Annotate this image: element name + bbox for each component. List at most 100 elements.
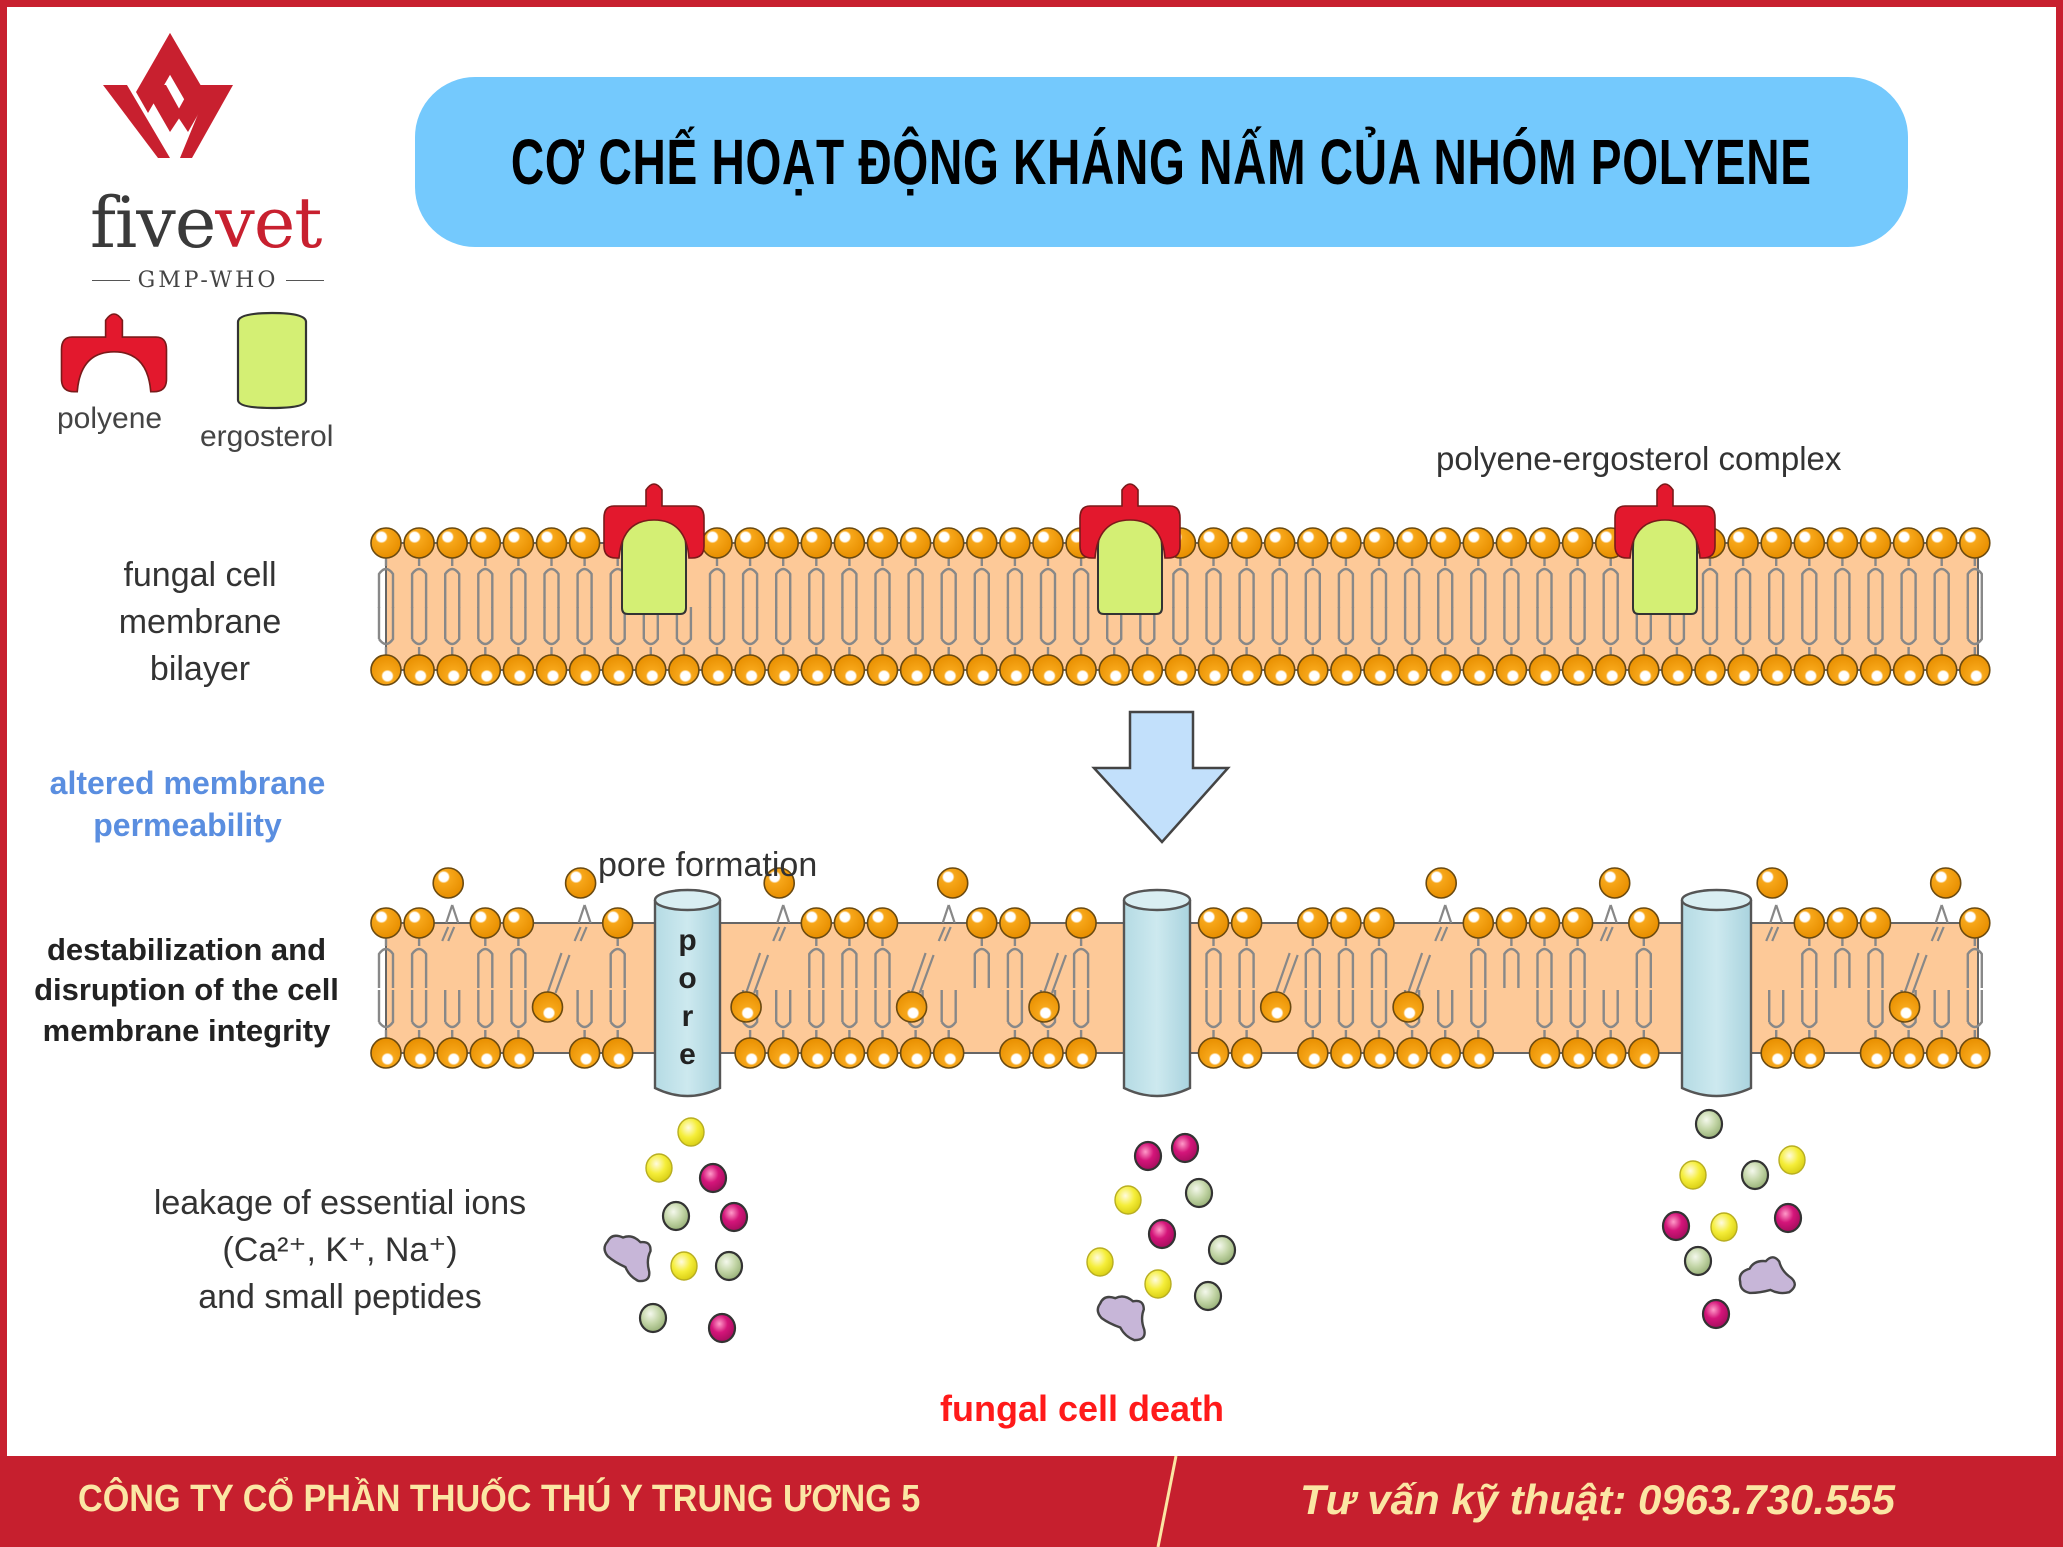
lipid-tail — [1834, 607, 1851, 655]
lipid-tail — [477, 607, 494, 655]
ion-yellow — [1710, 1212, 1738, 1242]
lipid-head — [767, 654, 800, 686]
lipid-tail — [510, 938, 527, 988]
lipid-tail — [1437, 990, 1454, 1038]
polyene-ergosterol-complex — [1079, 483, 1181, 615]
lipid-head — [1429, 1037, 1461, 1069]
lipid-tail — [910, 952, 935, 994]
pore-body — [653, 900, 722, 1098]
pore-letter: o — [678, 962, 696, 995]
lipid-tail — [1370, 938, 1388, 988]
lipid-tail — [1966, 607, 1983, 655]
lipid-tail — [1933, 990, 1950, 1038]
lipid-tail — [1039, 607, 1057, 655]
ion-green — [1184, 1177, 1214, 1209]
lipid-tail — [410, 607, 428, 655]
lipid-tail — [1536, 990, 1553, 1038]
lipid-tail — [477, 558, 494, 608]
lipid-head — [370, 527, 402, 559]
lipid-head — [1528, 654, 1561, 686]
lipid-head — [469, 527, 502, 559]
logo-tagline: GMP-WHO — [92, 268, 325, 293]
lipid-head — [899, 527, 932, 559]
lipid-tail — [1867, 990, 1884, 1038]
lipid-head — [403, 907, 435, 939]
leaked-ions — [603, 1108, 1806, 1344]
lipid-head — [899, 1037, 932, 1069]
lipid-tail — [874, 990, 891, 1038]
lipid-head — [502, 1037, 535, 1069]
lipid-head — [1429, 527, 1461, 559]
lipid-head — [1230, 527, 1263, 559]
lipid-head — [502, 527, 535, 559]
ion-magenta — [707, 1312, 737, 1344]
lipid-head — [1859, 1037, 1892, 1069]
lipid-tail — [1337, 607, 1355, 655]
lipid-head — [403, 654, 435, 686]
label-line: fungal cell — [123, 556, 277, 594]
lipid-tail — [410, 558, 428, 608]
lipid-head — [1263, 527, 1296, 559]
lipid-head — [767, 527, 800, 559]
lipid-tail — [775, 558, 792, 608]
legend-label-ergosterol: ergosterol — [200, 420, 334, 453]
lipid-tail — [1403, 558, 1421, 608]
lipid-tail — [477, 990, 494, 1038]
lipid-head — [1396, 1037, 1428, 1069]
frame-border-top — [0, 0, 2063, 7]
lipid-head — [634, 654, 667, 686]
lipid-tail — [1569, 558, 1586, 608]
lipid-tail — [1768, 607, 1785, 655]
lipid-tail — [808, 938, 825, 988]
lipid-head — [1561, 1037, 1594, 1069]
lipid-head — [965, 654, 998, 686]
lipid-head — [1892, 1037, 1925, 1069]
lipid-head — [999, 907, 1031, 939]
lipid-tail — [543, 558, 560, 608]
lipid-head — [1425, 867, 1457, 899]
lipid-tail — [1834, 558, 1851, 608]
lipid-head — [469, 907, 502, 939]
lipid-tail — [1602, 558, 1619, 608]
lipid-tail — [444, 607, 461, 655]
lipid-tail — [1470, 558, 1487, 608]
lipid-head — [833, 527, 866, 559]
ergosterol-icon — [1097, 512, 1163, 615]
lipid-head — [1594, 654, 1627, 686]
ion-magenta — [1170, 1132, 1200, 1164]
ion-green — [1193, 1280, 1223, 1312]
lipid-tail — [1205, 938, 1222, 988]
lipid-tail — [477, 938, 494, 988]
lipid-head — [1462, 654, 1495, 686]
lipid-head — [1197, 907, 1230, 939]
lipid-head — [1462, 1037, 1495, 1069]
lipid-tail — [1205, 990, 1222, 1038]
lipid-tail — [1635, 990, 1652, 1038]
lipid-head — [932, 1037, 965, 1069]
ion-magenta — [1147, 1218, 1177, 1250]
lipid-head — [469, 654, 502, 686]
lipid-tail — [1006, 558, 1024, 608]
lipid-tail — [1039, 558, 1057, 608]
lipid-head — [502, 654, 535, 686]
lipid-tail — [1370, 990, 1388, 1038]
lipid-tail — [1834, 938, 1851, 988]
lipid-head — [1959, 1037, 1991, 1069]
lipid-tail — [1304, 558, 1321, 608]
logo-tagline-text: GMP-WHO — [137, 268, 279, 293]
peptide-shape — [1096, 1295, 1146, 1342]
lipid-head — [1363, 907, 1395, 939]
label-line: disruption of the cell — [34, 972, 339, 1008]
lipid-tail — [841, 938, 858, 988]
lipid-head — [1888, 991, 1921, 1023]
lipid-tail — [1370, 607, 1388, 655]
lipid-tail — [874, 607, 891, 655]
lipid-head — [999, 1037, 1031, 1069]
ion-yellow — [1086, 1247, 1114, 1277]
lipid-tail — [609, 607, 626, 655]
lipid-tail — [1933, 607, 1950, 655]
lipid-head — [1396, 527, 1428, 559]
lipid-head — [999, 527, 1031, 559]
logo-wordmark: fivevet — [90, 188, 322, 258]
lipid-tail — [808, 607, 825, 655]
